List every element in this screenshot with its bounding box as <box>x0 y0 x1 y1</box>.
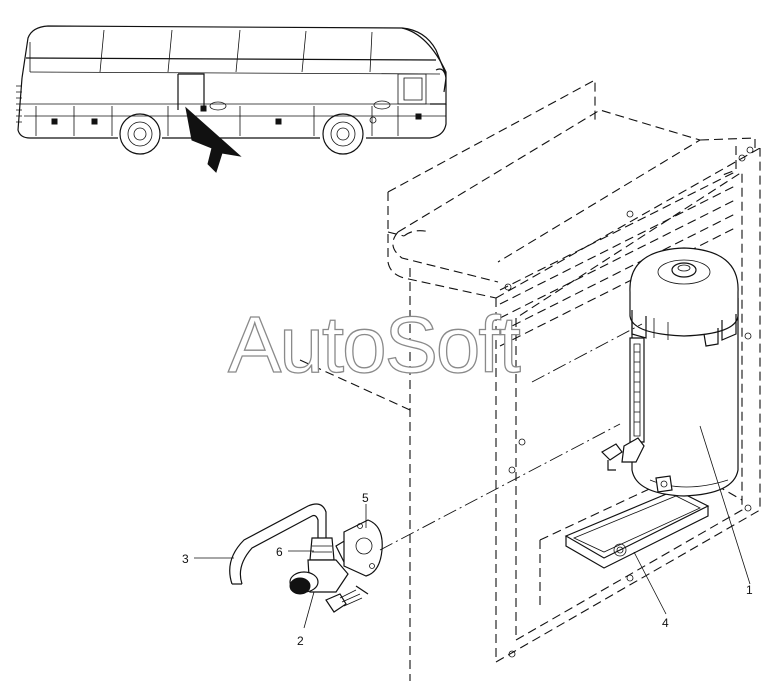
callout-label-3: 3 <box>182 552 189 566</box>
bus-illustration <box>16 25 447 173</box>
callout-label-6: 6 <box>276 545 283 559</box>
callout-label-4: 4 <box>662 616 669 630</box>
valve-assembly <box>229 423 621 613</box>
cabinet-enclosure <box>299 79 761 681</box>
callout-label-1: 1 <box>746 583 753 597</box>
leader-lines <box>194 425 751 629</box>
drain-tray <box>564 489 710 569</box>
watermark-text: AutoSoft <box>228 300 521 389</box>
centre-line <box>531 323 643 383</box>
callout-label-2: 2 <box>297 634 304 648</box>
water-tank <box>601 247 739 497</box>
callout-label-5: 5 <box>362 491 369 505</box>
